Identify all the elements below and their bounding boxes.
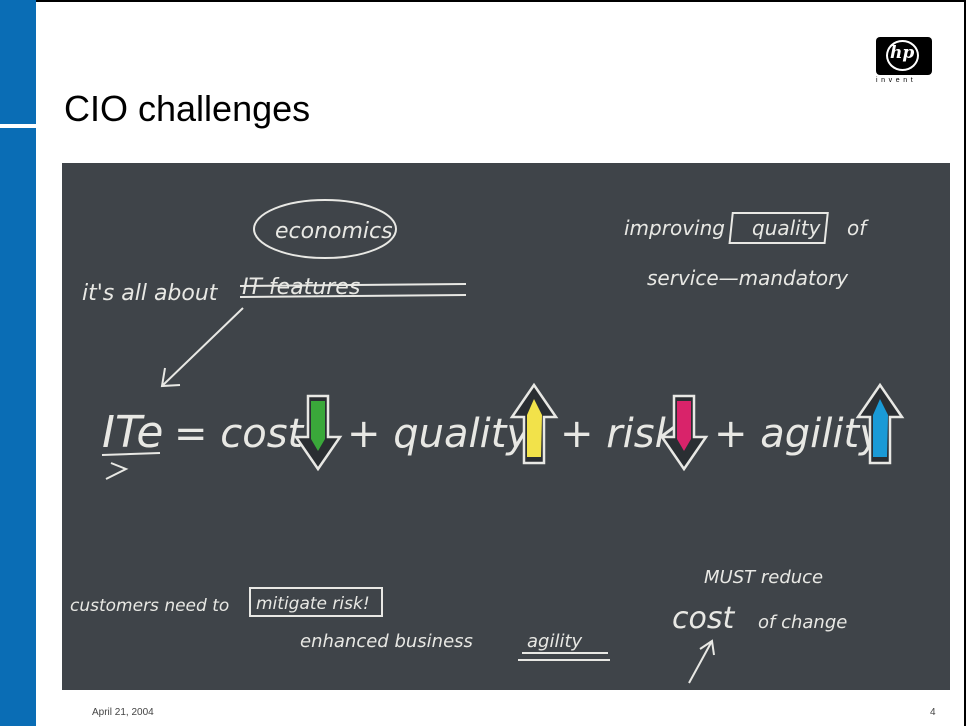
footer-date: April 21, 2004: [92, 707, 154, 718]
cost-arrow-fill: [311, 401, 325, 451]
cost-arrow-shaft: [688, 640, 713, 684]
its-all-about-text: it's all about: [82, 281, 219, 306]
agility-arrow-fill: [873, 399, 888, 457]
page-number: 4: [930, 707, 936, 718]
slide-title: CIO challenges: [64, 88, 311, 129]
economics-circle: [253, 199, 397, 259]
agility-text: + agility: [714, 411, 884, 457]
quality-text: + quality: [347, 411, 531, 457]
hp-logo-circle: [886, 40, 919, 71]
hp-logo-box: hp: [876, 37, 932, 75]
side-accent-bar: [0, 0, 36, 726]
it-features-underline: [239, 294, 467, 298]
customers-text: customers need to: [70, 596, 229, 616]
chalkboard-image: economics it's all about IT features imp…: [62, 163, 950, 690]
side-accent-notch: [0, 124, 36, 128]
service-text: service—mandatory: [647, 266, 849, 290]
chalkboard-drawing: economics it's all about IT features imp…: [70, 199, 905, 684]
hp-logo-mark: hp: [890, 43, 915, 63]
improving-text: improving: [624, 216, 725, 240]
quality-box: [728, 212, 829, 244]
pointer-arrow-head: [160, 367, 181, 388]
mitigate-text: mitigate risk!: [256, 594, 370, 614]
cost-big-text: cost: [672, 601, 735, 636]
of-text: of: [847, 216, 869, 240]
pointer-arrow-shaft: [161, 307, 244, 387]
agility-word-text: agility: [527, 631, 583, 652]
ite-squiggle: [105, 462, 129, 480]
quality-box-text: quality: [752, 216, 822, 240]
enhanced-text: enhanced business: [300, 631, 473, 652]
ite-text: ITe: [102, 407, 164, 458]
risk-arrow-fill: [677, 401, 691, 451]
hp-logo-tagline: invent: [876, 77, 917, 84]
hp-logo: hp invent: [876, 37, 944, 89]
of-change-text: of change: [758, 612, 847, 633]
must-reduce-text: MUST reduce: [704, 567, 823, 588]
mitigate-box: [249, 587, 383, 617]
it-features-strike: [239, 283, 467, 287]
cost-arrow-head: [699, 639, 715, 656]
cost-text: = cost: [174, 411, 305, 457]
risk-text: + risk: [560, 411, 680, 457]
quality-arrow-fill: [527, 399, 542, 457]
economics-text: economics: [275, 219, 393, 244]
ite-underline: [101, 452, 161, 456]
